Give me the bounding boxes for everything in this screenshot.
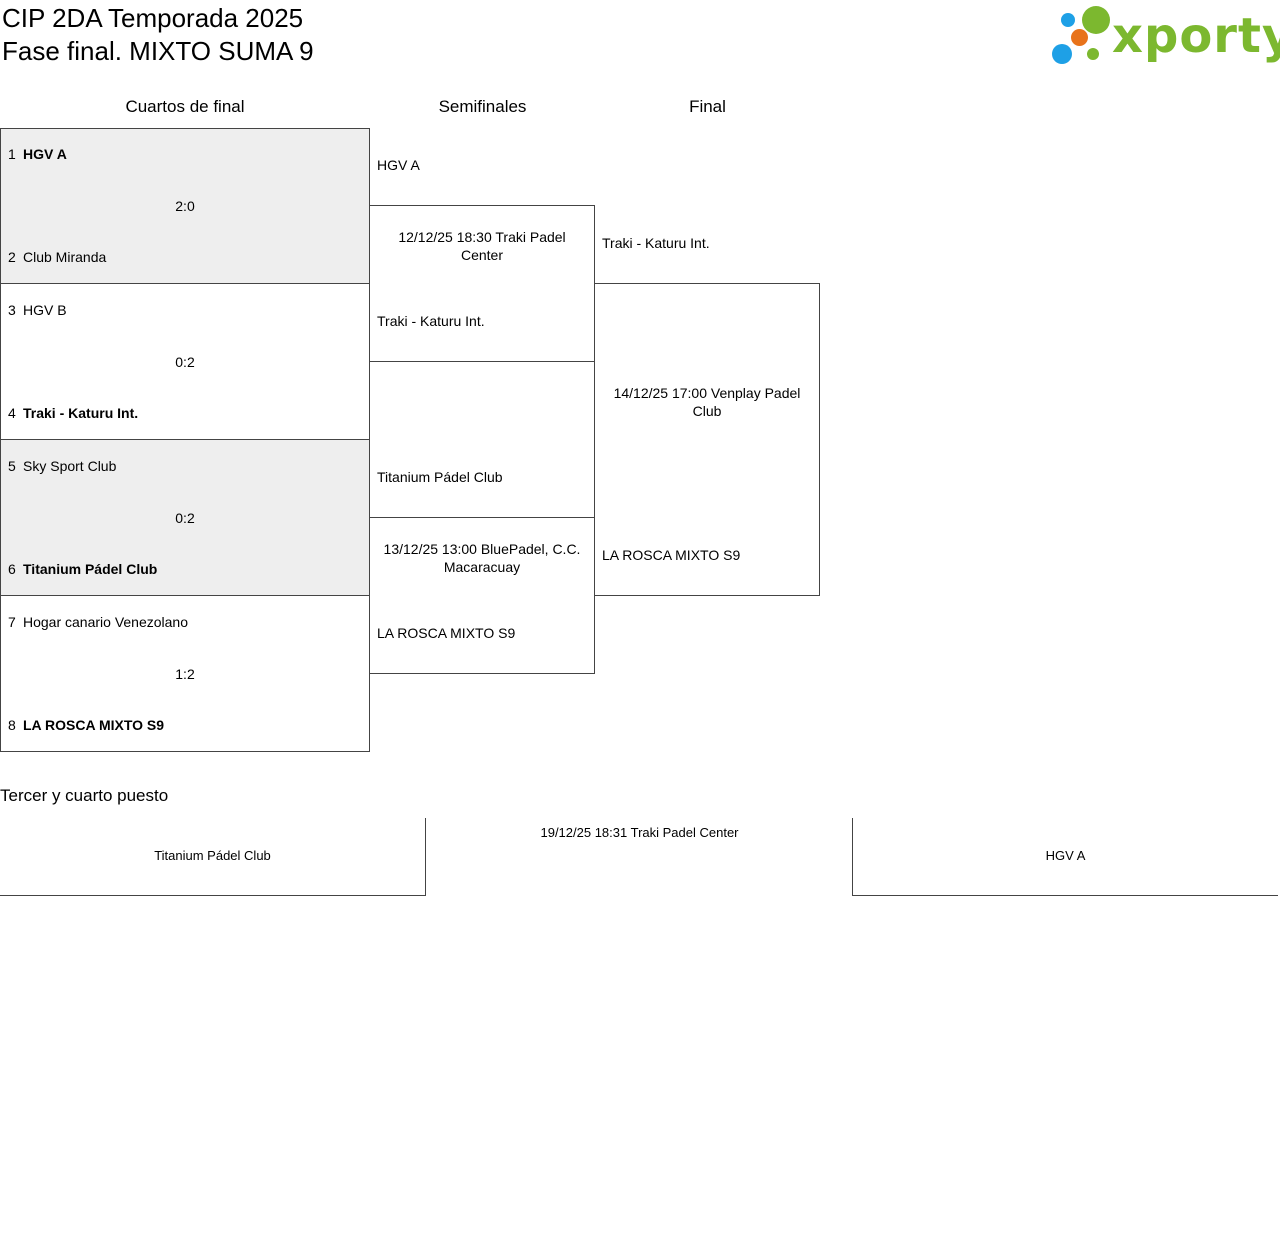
qf2-score: 0:2 (175, 354, 195, 370)
quarterfinal-match-2: 3 HGV B 0:2 4 Traki - Katuru Int. (0, 283, 370, 440)
seed: 6 (8, 561, 16, 577)
logo-dot-blue-small (1061, 13, 1075, 27)
team-name: Traki - Katuru Int. (23, 405, 139, 421)
team-name: HGV B (23, 302, 67, 318)
qf3-team-b: 6 Titanium Pádel Club (8, 561, 157, 577)
qf2-team-b: 4 Traki - Katuru Int. (8, 405, 138, 421)
seed: 7 (8, 614, 16, 630)
sf2-team-a: Titanium Pádel Club (377, 469, 503, 485)
round-header-final: Final (689, 97, 726, 116)
title-line-2: Fase final. MIXTO SUMA 9 (2, 36, 314, 66)
logo-dot-green (1082, 6, 1110, 34)
sf1-team-a: HGV A (377, 157, 420, 173)
team-name: LA ROSCA MIXTO S9 (23, 717, 165, 733)
sf2-match-info: 13/12/25 13:00 BluePadel, C.C. Macaracua… (383, 541, 581, 575)
qf1-team-b: 2 Club Miranda (8, 249, 106, 265)
third-place-title: Tercer y cuarto puesto (0, 786, 169, 805)
qf1-score: 2:0 (175, 198, 195, 214)
quarterfinal-match-4: 7 Hogar canario Venezolano 1:2 8 LA ROSCA … (0, 595, 370, 752)
seed: 2 (8, 249, 16, 265)
logo-dot-green-small (1087, 48, 1099, 60)
final-match: 14/12/25 17:00 Venplay Padel Club LA ROS… (594, 283, 820, 596)
sf2-team-b: LA ROSCA MIXTO S9 (377, 625, 516, 641)
sf1-match-info: 12/12/25 18:30 Traki Padel Center (398, 229, 566, 263)
final-team-a: Traki - Katuru Int. (602, 235, 710, 251)
qf1-team-a: 1 HGV A (8, 146, 67, 162)
round-header-quarterfinals: Cuartos de final (125, 97, 245, 116)
team-name: Titanium Pádel Club (154, 848, 271, 863)
seed: 1 (8, 146, 16, 162)
qf3-team-a: 5 Sky Sport Club (8, 458, 116, 474)
final-team-b: LA ROSCA MIXTO S9 (602, 547, 741, 563)
qf4-team-a: 7 Hogar canario Venezolano (8, 614, 188, 630)
qf2-team-a: 3 HGV B (8, 302, 67, 318)
page-title: CIP 2DA Temporada 2025 Fase final. MIXTO… (2, 2, 314, 68)
seed: 4 (8, 405, 16, 421)
semifinal-match-2: 13/12/25 13:00 BluePadel, C.C. Macaracua… (369, 517, 595, 674)
third-place-info: 19/12/25 18:31 Traki Padel Center (426, 818, 853, 896)
third-place-team-b: HGV A (852, 818, 1278, 896)
team-name: HGV A (1045, 848, 1086, 863)
quarterfinal-match-3: 5 Sky Sport Club 0:2 6 Titanium Pádel Club (0, 439, 370, 596)
team-name: Hogar canario Venezolano (23, 614, 189, 630)
final-match-info: 14/12/25 17:00 Venplay Padel Club (613, 385, 801, 419)
xporty-logo: xporty (1050, 4, 1280, 68)
qf3-score: 0:2 (175, 510, 195, 526)
seed: 3 (8, 302, 16, 318)
logo-dot-orange (1071, 29, 1088, 46)
round-header-semifinals: Semifinales (438, 97, 527, 116)
quarterfinal-match-1: 1 HGV A 2:0 2 Club Miranda (0, 128, 370, 284)
seed: 8 (8, 717, 16, 733)
match-info: 19/12/25 18:31 Traki Padel Center (540, 825, 739, 840)
team-name: Club Miranda (23, 249, 107, 265)
qf4-score: 1:2 (175, 666, 195, 682)
seed: 5 (8, 458, 16, 474)
semifinal-match-1: 12/12/25 18:30 Traki Padel Center Traki … (369, 205, 595, 362)
team-name: HGV A (23, 146, 67, 162)
third-place-team-a: Titanium Pádel Club (0, 818, 426, 896)
logo-dot-blue (1052, 44, 1072, 64)
team-name: Titanium Pádel Club (23, 561, 158, 577)
qf4-team-b: 8 LA ROSCA MIXTO S9 (8, 717, 164, 733)
team-name: Sky Sport Club (23, 458, 117, 474)
logo-wordmark: xporty (1112, 8, 1280, 64)
sf1-team-b: Traki - Katuru Int. (377, 313, 485, 329)
title-line-1: CIP 2DA Temporada 2025 (2, 3, 304, 33)
